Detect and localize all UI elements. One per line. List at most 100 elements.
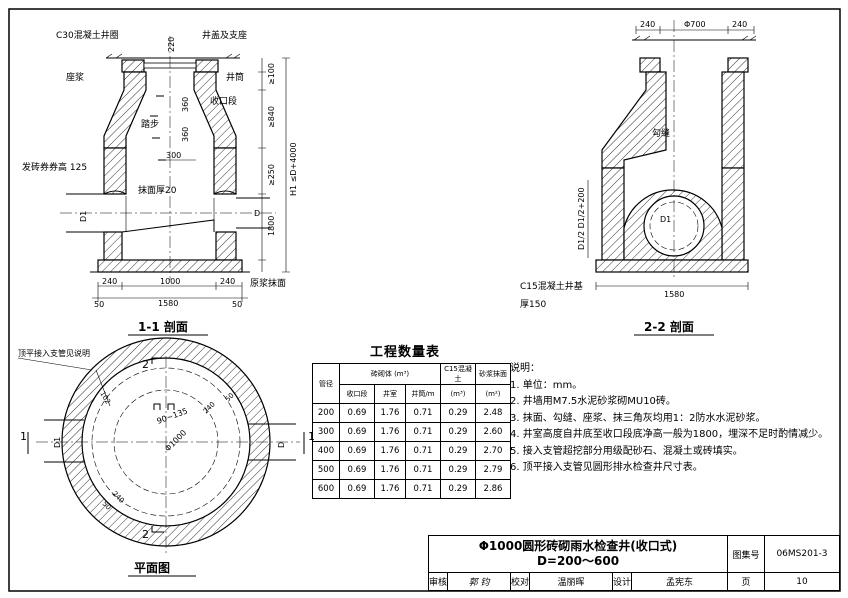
table-cell: 1.76 [374, 403, 406, 423]
plan-dim-d: D [277, 442, 286, 448]
dim-d: D [254, 209, 260, 218]
page-no: 10 [764, 572, 840, 591]
table-cell: 0.69 [339, 422, 375, 442]
plan-dim-d1: D1 [53, 437, 62, 448]
table-head: 砖砌体 (m³) [339, 363, 441, 385]
note-item: 6. 顶平接入支管见圆形排水检查井尺寸表。 [510, 462, 703, 473]
table-cell: 0.69 [339, 403, 375, 423]
section22-wall-left [601, 71, 667, 169]
dim-360a: 360 [181, 97, 190, 112]
label-reducer: 收口段 [210, 95, 237, 107]
dim22-d1: D1 [660, 215, 671, 224]
design-label: 设计 [612, 572, 632, 591]
chamber-wall-left-upper [103, 147, 127, 195]
cone-wall-right [193, 71, 237, 149]
section22-chamber-right [721, 167, 745, 261]
dim-b1580: 1580 [158, 299, 178, 308]
dim-b240r: 240 [220, 277, 235, 286]
table-cell: 1.76 [374, 479, 406, 499]
plan-mark-1-right: 1 [308, 430, 315, 443]
table-cell: 0.69 [339, 460, 375, 480]
section22-base [595, 259, 749, 273]
table-head: 管径 [312, 363, 340, 404]
plan-mark-2-top: 2 [142, 358, 149, 371]
chamber-wall-right-upper [213, 147, 237, 195]
section-1-1 [60, 36, 290, 336]
table-cell: 1.76 [374, 441, 406, 461]
table-head: 收口段 [339, 384, 375, 404]
title-block: Φ1000圆形砖砌雨水检查井(收口式) D=200～600 图集号 06MS20… [428, 535, 840, 591]
plan-note: 顶平接入支管见说明 [18, 348, 90, 358]
table-head: (m²) [475, 384, 511, 404]
sheet-border [8, 8, 841, 592]
section22-chamber-left [601, 167, 625, 261]
table-cell: 0.71 [405, 479, 441, 499]
dim-250: ≥250 [267, 164, 276, 186]
label-plaster: 抹面厚20 [138, 184, 177, 196]
dim-b1000: 1000 [160, 277, 180, 286]
dim-h1: H1 ≤D+4000 [289, 142, 298, 196]
dim-220: 220 [167, 37, 176, 52]
label-top-slab: C30混凝土井圈 [56, 29, 119, 41]
note-item: 3. 抹面、勾缝、座浆、抹三角灰均用1：2防水水泥砂浆。 [510, 412, 766, 424]
table-cell: 0.71 [405, 422, 441, 442]
dim22-240l: 240 [640, 20, 655, 29]
plan-dim-50a: 50 [224, 391, 236, 403]
plan-mark-2-bottom: 2 [142, 528, 149, 541]
section-2-2 [587, 20, 757, 336]
label-step: 踏步 [141, 118, 159, 130]
table-cell: 0.69 [339, 479, 375, 499]
caption-section-1-1: 1-1 剖面 [138, 319, 188, 334]
table-cell: 0.29 [440, 403, 476, 423]
table-cell: 2.70 [475, 441, 511, 461]
note-item: 1. 单位：mm。 [510, 379, 583, 391]
table-cell: 2.60 [475, 422, 511, 442]
table-head: (m³) [440, 384, 476, 404]
notes-heading: 说明： [510, 363, 540, 374]
plan-view [17, 337, 305, 556]
table-cell: 200 [312, 403, 340, 423]
chamber-wall-left-lower [103, 231, 123, 261]
top-slab-right [195, 59, 219, 73]
note-item: 5. 接入支管超挖部分用级配砂石、混凝土或砖填实。 [510, 445, 743, 457]
table-head: 砂浆抹面 [475, 363, 511, 385]
table-cell: 0.29 [440, 441, 476, 461]
dim-1800: 1800 [267, 216, 276, 236]
page-label: 页 [727, 572, 765, 591]
caption-plan: 平面图 [134, 561, 170, 575]
set-no: 06MS201-3 [764, 535, 840, 573]
table-cell: 400 [312, 441, 340, 461]
label-base-mortar: 原浆抹面 [250, 277, 286, 289]
table-cell: 2.86 [475, 479, 511, 499]
table-cell: 0.29 [440, 479, 476, 499]
table-cell: 0.71 [405, 403, 441, 423]
label-mortar: 座浆 [66, 71, 84, 83]
dim-b50r: 50 [232, 300, 242, 309]
chamber-wall-right-lower [215, 231, 237, 261]
label-joint: 勾缝 [652, 127, 670, 139]
label-base-22: C15混凝土井基 [520, 280, 583, 292]
dim-360b: 360 [181, 127, 190, 142]
check-name: 温丽晖 [529, 572, 613, 591]
dim-b240l: 240 [102, 277, 117, 286]
label-arch: 发砖券券高 125 [22, 161, 87, 173]
table-cell: 0.71 [405, 441, 441, 461]
dim22-700: Φ700 [684, 20, 706, 29]
table-cell: 2.79 [475, 460, 511, 480]
review-label: 审核 [428, 572, 448, 591]
section22-wall-right [721, 71, 745, 169]
table-cell: 600 [312, 479, 340, 499]
table-title: 工程数量表 [370, 345, 441, 360]
dim-b50l: 50 [94, 300, 104, 309]
design-name: 孟宪东 [631, 572, 728, 591]
table-head: 井室 [374, 384, 406, 404]
caption-section-2-2: 2-2 剖面 [644, 319, 694, 334]
table-cell: 1.76 [374, 422, 406, 442]
table-cell: 300 [312, 422, 340, 442]
